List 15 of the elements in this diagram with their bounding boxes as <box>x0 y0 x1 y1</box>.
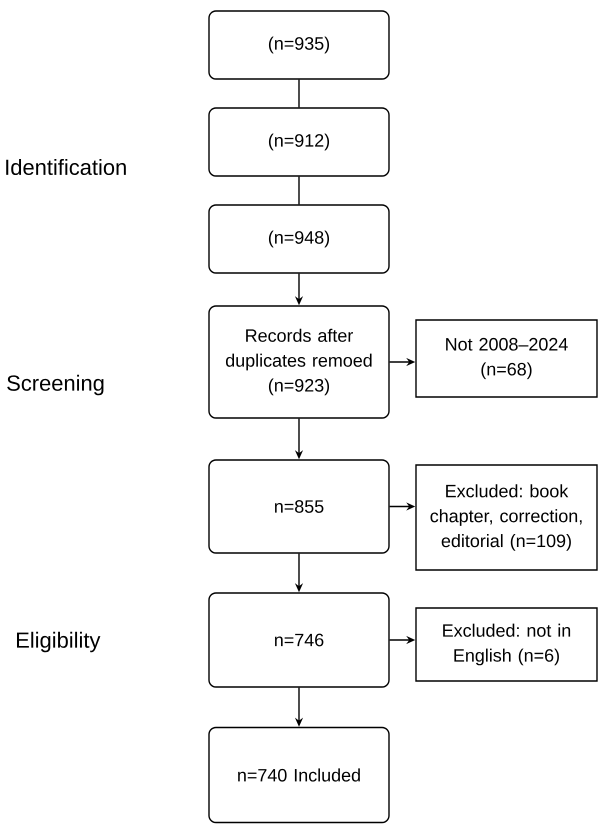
exclusion-box: Not 2008–2024 (n=68) <box>415 319 598 398</box>
flow-box: n=746 <box>208 592 390 688</box>
stage-label: Identification <box>6 158 126 176</box>
exclusion-box: Excluded: book chapter, correction, editorial (n=109) <box>415 464 598 571</box>
connector-line <box>298 80 300 108</box>
flow-box: (n=935) <box>208 10 390 80</box>
exclusion-box: Excluded: not in English (n=6) <box>415 607 598 682</box>
flow-box: n=740 Included <box>208 726 390 824</box>
flow-box: (n=948) <box>208 204 390 274</box>
flow-box: n=855 <box>208 459 390 554</box>
flow-box: Records after duplicates remoed (n=923) <box>208 305 390 419</box>
stage-label: Screening <box>7 374 104 396</box>
flow-box: (n=912) <box>208 107 390 177</box>
stage-label: Eligibility <box>17 632 100 652</box>
connector-line <box>298 176 300 204</box>
